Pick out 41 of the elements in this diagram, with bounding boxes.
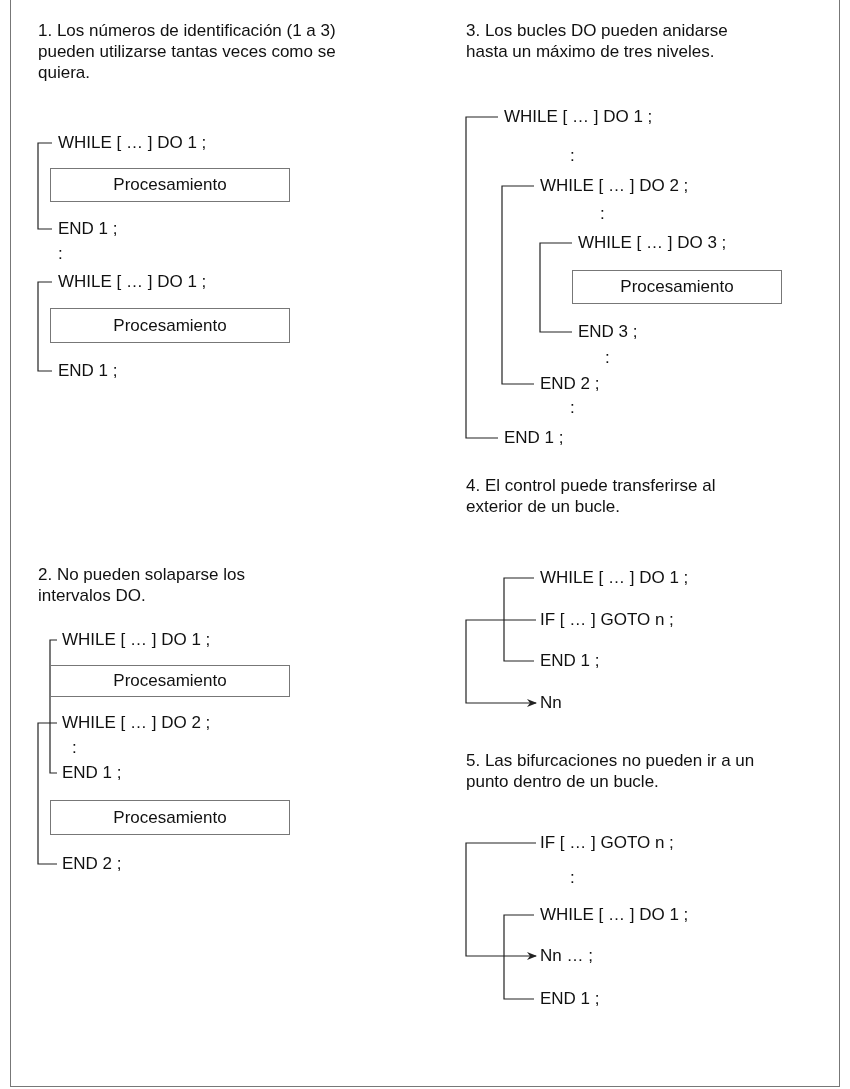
process-box: Procesamiento	[572, 270, 782, 304]
code-line: END 1 ;	[58, 361, 118, 381]
rule-heading: 2. No pueden solaparse los intervalos DO.	[38, 564, 246, 606]
code-line: WHILE [ … ] DO 1 ;	[58, 272, 207, 292]
code-line: Nn	[540, 693, 562, 713]
code-line: END 2 ;	[540, 374, 600, 394]
continuation-mark: :	[72, 738, 77, 758]
code-line: Nn … ;	[540, 946, 593, 966]
code-line: END 1 ;	[62, 763, 122, 783]
rule-heading: 4. El control puede transferirse al exterior de un bucle.	[466, 475, 717, 517]
process-box: Procesamiento	[50, 308, 290, 343]
branch-arrow	[465, 842, 537, 960]
continuation-mark: :	[570, 398, 575, 418]
code-line: IF [ … ] GOTO n ;	[540, 833, 674, 853]
process-box: Procesamiento	[50, 665, 290, 697]
code-line: END 1 ;	[504, 428, 564, 448]
code-line: END 1 ;	[540, 989, 600, 1009]
continuation-mark: :	[58, 244, 63, 264]
code-line: WHILE [ … ] DO 2 ;	[540, 176, 689, 196]
rule-heading: 3. Los bucles DO pueden anidarse hasta un máximo de tres niveles.	[466, 20, 729, 62]
continuation-mark: :	[570, 146, 575, 166]
code-line: WHILE [ … ] DO 1 ;	[540, 905, 689, 925]
rule-heading: 5. Las bifurcaciones no pueden ir a un punto dentro de un bucle.	[466, 750, 756, 792]
code-line: IF [ … ] GOTO n ;	[540, 610, 674, 630]
code-line: WHILE [ … ] DO 1 ;	[58, 133, 207, 153]
code-line: WHILE [ … ] DO 1 ;	[504, 107, 653, 127]
code-line: END 1 ;	[540, 651, 600, 671]
continuation-mark: :	[600, 204, 605, 224]
code-line: END 2 ;	[62, 854, 122, 874]
continuation-mark: :	[570, 868, 575, 888]
process-box: Procesamiento	[50, 168, 290, 202]
code-line: WHILE [ … ] DO 2 ;	[62, 713, 211, 733]
code-line: END 3 ;	[578, 322, 638, 342]
continuation-mark: :	[605, 348, 610, 368]
code-line: WHILE [ … ] DO 1 ;	[540, 568, 689, 588]
branch-arrow	[465, 619, 537, 707]
code-line: WHILE [ … ] DO 3 ;	[578, 233, 727, 253]
process-box: Procesamiento	[50, 800, 290, 835]
code-line: WHILE [ … ] DO 1 ;	[62, 630, 211, 650]
rule-heading: 1. Los números de identificación (1 a 3) pueden utilizarse tantas veces como se quiera.	[38, 20, 337, 83]
code-line: END 1 ;	[58, 219, 118, 239]
